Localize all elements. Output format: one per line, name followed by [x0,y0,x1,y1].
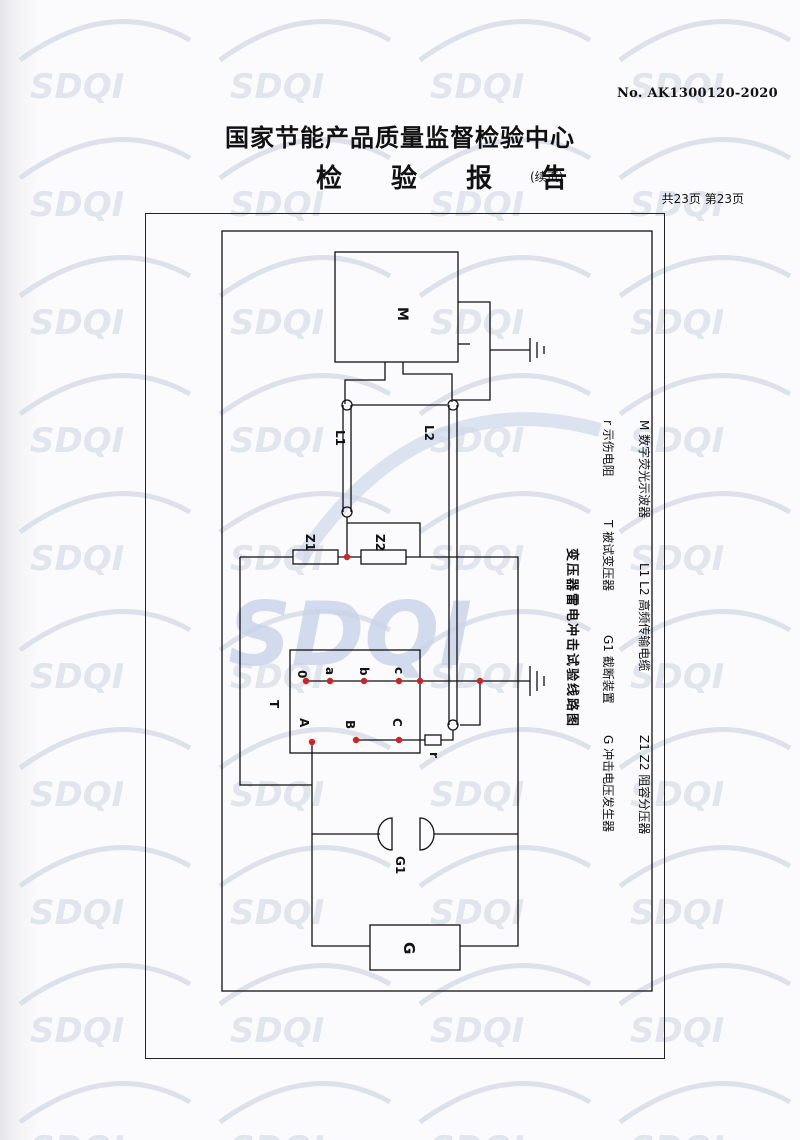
legend-m: M 数字荧光示波器 [637,420,652,518]
junction-0 [302,677,310,685]
label-r: r [427,752,441,758]
label-z1: Z1 [303,534,317,551]
diagram-caption: 变压器雷电冲击试验线路图 [564,548,580,728]
label-g: G [400,942,418,954]
continuation-note: (续页) [530,170,564,184]
r-to-l2-wire [441,730,454,741]
junction-l2-lv [476,677,484,685]
label-terminal-0: 0 [295,670,309,678]
label-terminal-B: B [343,720,357,729]
hv-left-lead [239,557,312,786]
transformer-box [289,649,421,754]
junction-C [395,736,403,744]
junction-B [352,736,360,744]
diagram-inner-frame [221,230,653,992]
m-right-wire [452,301,491,401]
legend-l1-l2: L1 L2 高频传输电缆 [637,563,652,671]
label-l1: L1 [333,430,347,446]
generator-box [369,924,461,971]
page-count: 共23页 第23页 [661,192,744,206]
center-name: 国家节能产品质量监督检验中心 [225,124,575,152]
z2-right-return [406,556,519,947]
label-terminal-A: A [297,718,311,728]
m-bottom-right-wire [402,362,453,402]
junction-z1-z2 [343,553,351,561]
label-z2: Z2 [373,534,387,551]
legend-g: G 冲击电压发生器 [601,735,616,832]
label-t: T [267,700,281,709]
g1-left-sphere [377,817,393,851]
shunt-resistor-r [424,734,442,746]
label-g1: G1 [393,856,407,874]
label-terminal-a: a [323,667,337,675]
junction-a [326,677,334,685]
junction-box-edge [416,677,424,685]
label-terminal-b: b [357,667,371,676]
l1-to-z2-wire [347,522,421,557]
legend-t: T 被试变压器 [601,519,616,591]
junction-A [308,738,316,746]
z2-divider [360,549,407,565]
legend-g1: G1 截断装置 [601,635,616,704]
label-terminal-C: C [390,718,404,727]
diagram-outer-frame [145,213,665,1059]
label-l2: L2 [422,425,436,441]
report-number: No. AK1300120-2020 [616,86,778,101]
label-terminal-c: c [392,667,406,674]
junction-b [360,677,368,685]
legend-z1-z2: Z1 Z2 阻容分压器 [637,735,652,834]
report-title: 检 验 报 告 [316,164,588,194]
g1-right-sphere [419,817,435,851]
junction-c [395,677,403,685]
label-m: M [394,307,410,321]
a-to-generator-wire [311,742,370,947]
l2-top-terminal [447,399,459,411]
l2-to-lv-wire [460,681,481,726]
m-bottom-left-wire [344,362,386,404]
oscilloscope-box [334,251,459,363]
legend-r: r 示伤电阻 [601,420,615,477]
z1-divider [292,549,339,565]
